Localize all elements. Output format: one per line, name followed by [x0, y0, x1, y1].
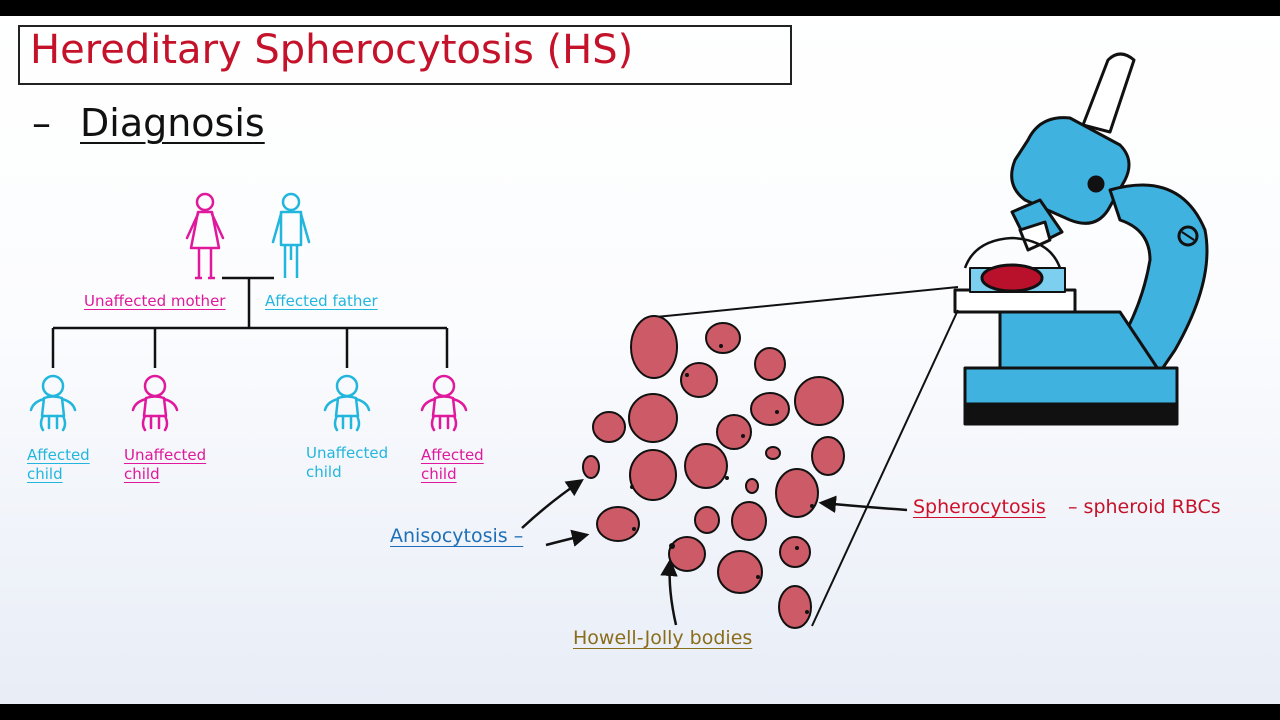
letterbox-top: [0, 0, 1280, 16]
anisocytosis-label: Anisocytosis –: [390, 525, 524, 547]
red-blood-cell-icon: [630, 315, 678, 379]
male-icon: [271, 192, 311, 280]
baby-icon: [420, 374, 468, 432]
red-blood-cell-icon: [629, 449, 677, 501]
red-blood-cell-icon: [684, 443, 728, 489]
baby-icon: [131, 374, 179, 432]
red-blood-cell-icon: [811, 436, 845, 476]
red-blood-cell-icon: [731, 501, 767, 541]
letterbox-bottom: [0, 704, 1280, 720]
red-blood-cell-icon: [668, 536, 706, 572]
red-blood-cell-icon: [628, 393, 678, 443]
red-blood-cell-icon: [592, 411, 626, 443]
arrow-icon: [545, 529, 590, 547]
female-icon: [185, 192, 225, 280]
subtitle: Diagnosis: [80, 101, 265, 145]
mother-label: Unaffected mother: [84, 292, 226, 310]
arrow-icon: [818, 495, 908, 514]
pedigree-lines: [51, 276, 449, 368]
red-blood-cell-icon: [582, 455, 600, 479]
red-blood-cell-icon: [765, 446, 781, 460]
red-blood-cell-icon: [778, 585, 812, 629]
red-blood-cell-icon: [694, 506, 720, 534]
red-blood-cell-icon: [754, 347, 786, 381]
howell-jolly-label: Howell-Jolly bodies: [573, 627, 753, 649]
spherocytosis-label: Spherocytosis: [913, 496, 1046, 518]
red-blood-cell-icon: [779, 536, 811, 568]
slide-title: Hereditary Spherocytosis (HS): [30, 27, 634, 73]
red-blood-cell-icon: [717, 550, 763, 594]
red-blood-cell-icon: [596, 506, 640, 542]
red-blood-cell-icon: [745, 478, 759, 494]
spherocytosis-description: – spheroid RBCs: [1068, 496, 1221, 518]
red-blood-cell-icon: [750, 392, 790, 426]
red-blood-cell-icon: [705, 322, 741, 354]
red-blood-cell-icon: [794, 376, 844, 426]
red-blood-cell-icon: [680, 362, 718, 398]
baby-icon: [323, 374, 371, 432]
arrow-icon: [660, 558, 678, 626]
red-blood-cell-icon: [775, 468, 819, 518]
father-label: Affected father: [265, 292, 378, 310]
rbc-cluster: [582, 315, 845, 629]
red-blood-cell-icon: [716, 414, 752, 450]
annotation-arrows: [521, 479, 908, 626]
title-box: [18, 25, 792, 85]
arrow-icon: [521, 479, 584, 529]
baby-icon: [29, 374, 77, 432]
subtitle-dash: –: [32, 101, 51, 145]
microscope-icon: [953, 52, 1209, 426]
